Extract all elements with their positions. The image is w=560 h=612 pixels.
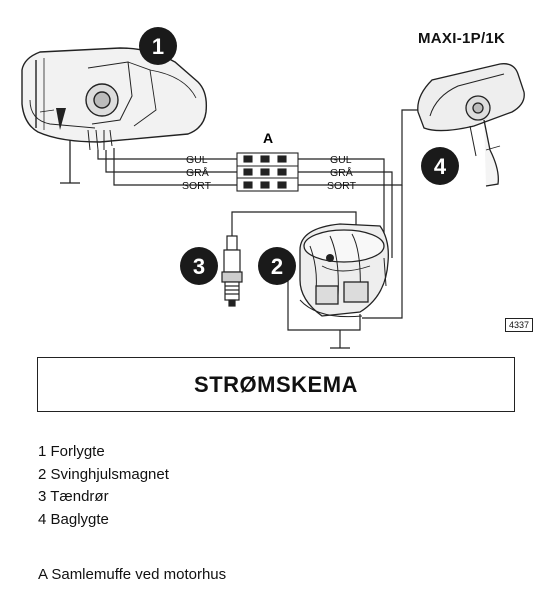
wire-label-left-2: SORT [182,180,212,192]
model-label: MAXI-1P/1K [418,30,506,47]
wires [97,109,418,349]
legend-item: 3 Tændrør [38,488,109,505]
wire-label-left-0: GUL [186,154,208,166]
callout-1-label: 1 [152,34,164,59]
wire-label-right-1: GRÅ [330,166,353,179]
wiring-diagram: A GUL GRÅ SORT GUL GRÅ SORT [21,27,525,349]
connector-label: A [263,130,273,146]
legend-item: 1 Forlygte [38,443,105,460]
wire-label-right-0: GUL [330,154,352,166]
callout-4-label: 4 [434,154,447,179]
headlight-ground [60,140,80,184]
callout-1: 1 [139,27,177,65]
legend-item: 4 Baglygte [38,510,109,528]
legend: 1 Forlygte 2 Svinghjulsmagnet 3 Tændrør … [38,441,169,531]
callout-3-label: 3 [193,254,205,279]
callout-2-label: 2 [271,254,283,279]
callout-4: 4 [421,147,459,185]
spark-plug-illustration [221,235,243,307]
figure-number: 4337 [505,318,534,332]
headlight-illustration [21,47,208,151]
connector-block-a [236,152,299,192]
wire-label-right-2: SORT [327,180,357,192]
callout-2: 2 [258,247,296,285]
wire-label-left-1: GRÅ [186,166,209,179]
footnote: A Samlemuffe ved motorhus [38,566,227,583]
legend-item: 2 Svinghjulsmagnet [38,465,169,483]
diagram-title: STRØMSKEMA [194,371,358,397]
callout-3: 3 [180,247,218,285]
title-box: STRØMSKEMA [37,357,515,412]
flywheel-magneto-illustration [299,223,389,318]
tail-light-illustration [417,63,525,187]
